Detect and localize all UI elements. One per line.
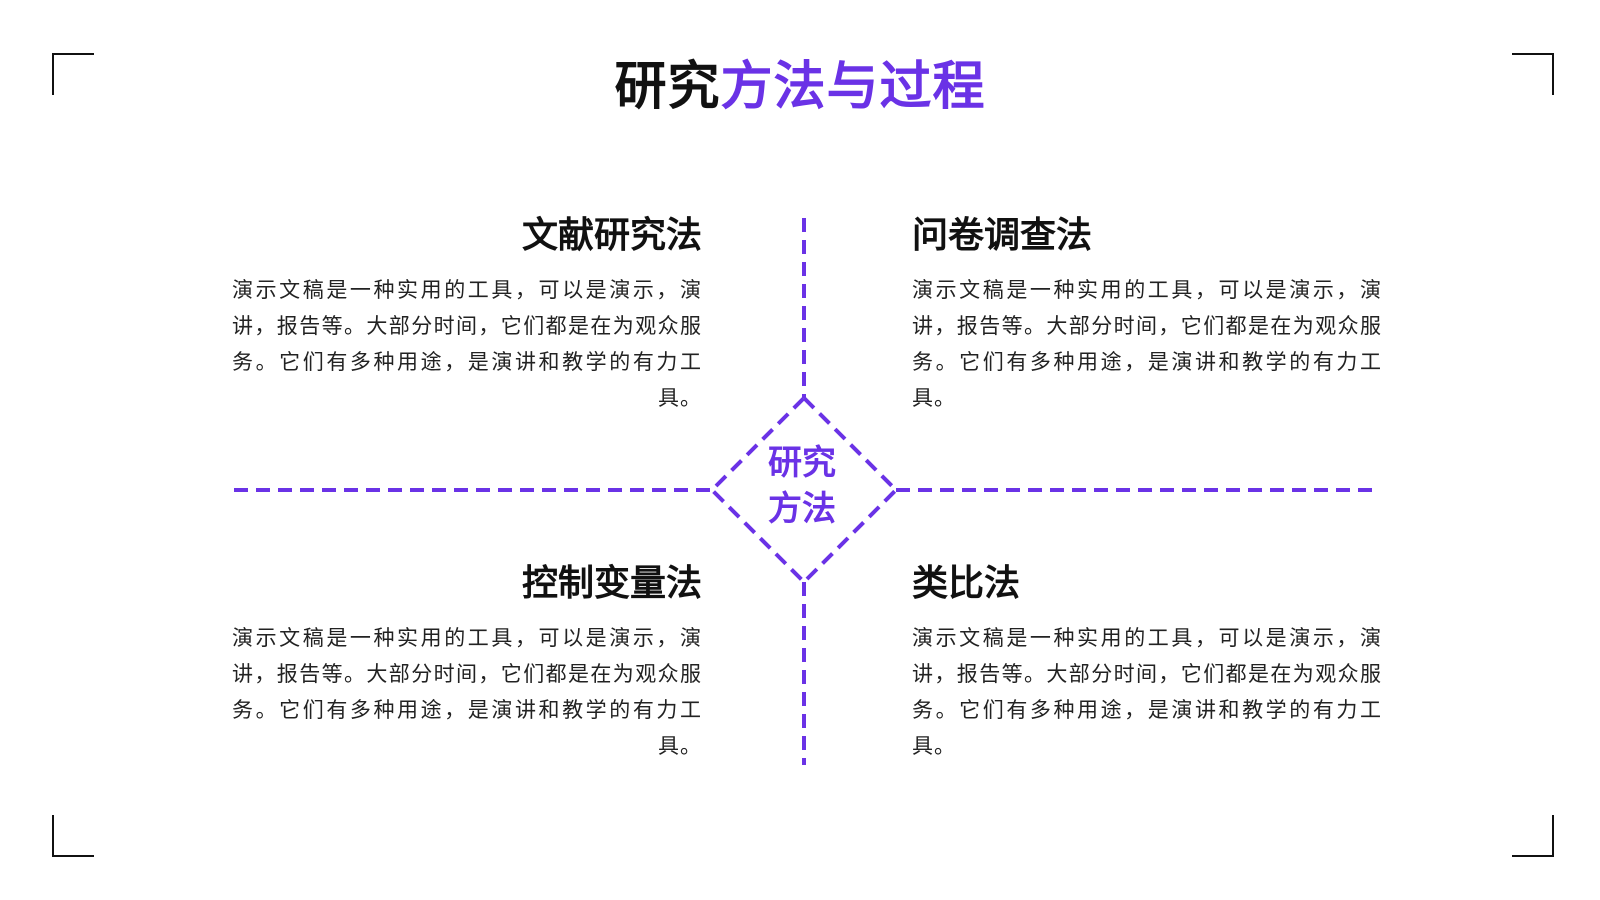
method-questionnaire-survey: 问卷调查法 演示文稿是一种实用的工具，可以是演示，演讲，报告等。大部分时间，它们…	[912, 212, 1382, 416]
method-description: 演示文稿是一种实用的工具，可以是演示，演讲，报告等。大部分时间，它们都是在为观众…	[912, 626, 1382, 758]
title-part-black: 研究	[614, 57, 721, 117]
corner-bracket-bottom-right	[1512, 815, 1554, 857]
corner-bracket-bottom-left	[52, 815, 94, 857]
center-label-line1: 研究	[768, 443, 836, 483]
center-label-line2: 方法	[768, 489, 836, 529]
method-description: 演示文稿是一种实用的工具，可以是演示，演讲，报告等。大部分时间，它们都是在为观众…	[232, 626, 702, 758]
center-label: 研究 方法	[734, 440, 870, 532]
method-title: 文献研究法	[521, 215, 702, 256]
method-title: 问卷调查法	[912, 215, 1093, 256]
method-literature-research: 文献研究法 演示文稿是一种实用的工具，可以是演示，演讲，报告等。大部分时间，它们…	[232, 212, 702, 416]
page-title: 研究方法与过程	[0, 52, 1600, 122]
method-title: 类比法	[912, 563, 1021, 604]
method-description: 演示文稿是一种实用的工具，可以是演示，演讲，报告等。大部分时间，它们都是在为观众…	[232, 278, 702, 410]
method-analogy: 类比法 演示文稿是一种实用的工具，可以是演示，演讲，报告等。大部分时间，它们都是…	[912, 560, 1382, 764]
method-description: 演示文稿是一种实用的工具，可以是演示，演讲，报告等。大部分时间，它们都是在为观众…	[912, 278, 1382, 410]
corner-bracket-top-right	[1512, 53, 1554, 95]
method-title: 控制变量法	[521, 563, 702, 604]
title-part-accent: 方法与过程	[720, 57, 986, 117]
method-controlled-variable: 控制变量法 演示文稿是一种实用的工具，可以是演示，演讲，报告等。大部分时间，它们…	[232, 560, 702, 764]
corner-bracket-top-left	[52, 53, 94, 95]
